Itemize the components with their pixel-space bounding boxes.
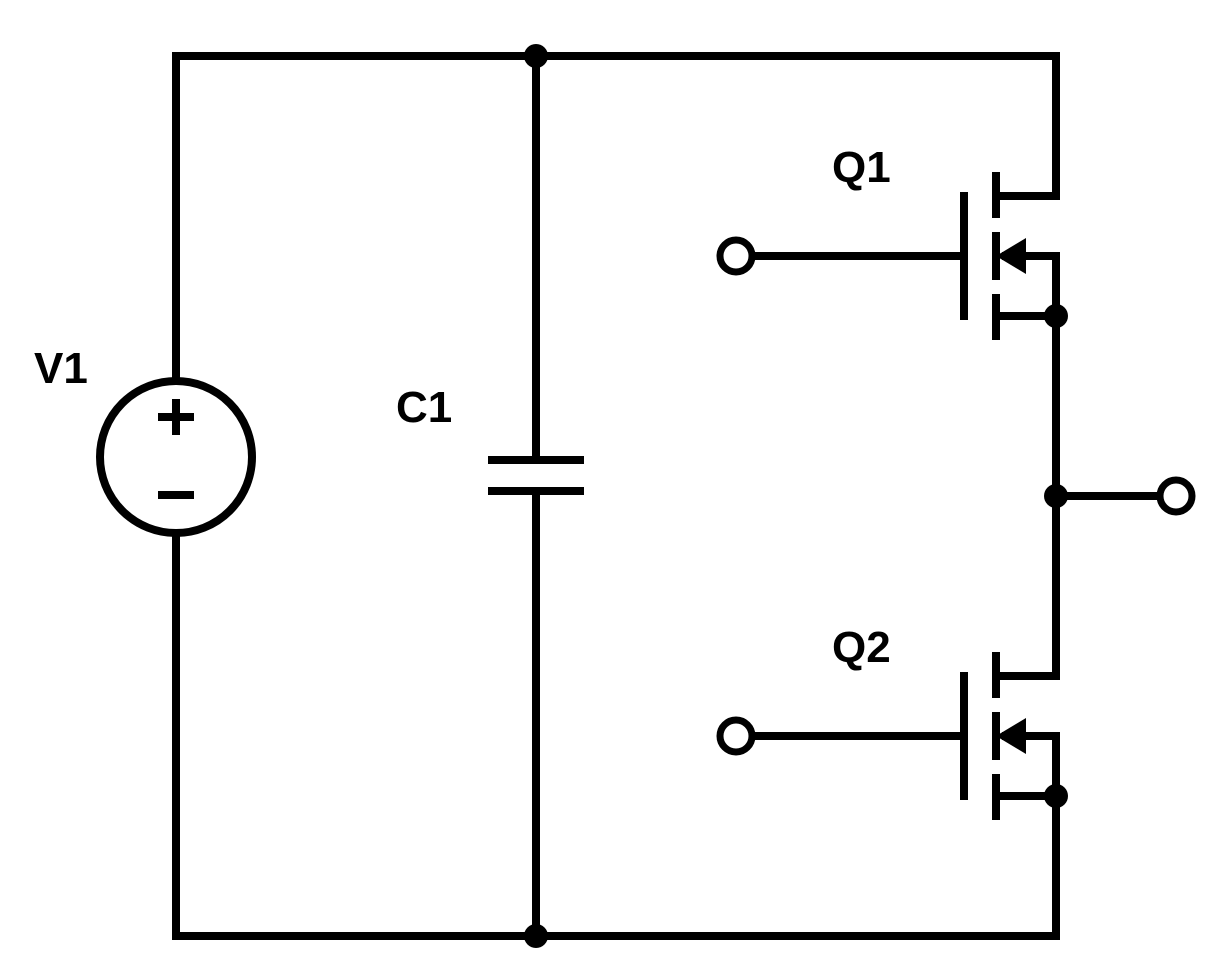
top-rail xyxy=(172,52,1060,385)
junction-node-top xyxy=(524,44,548,68)
q1-gate-terminal[interactable] xyxy=(716,236,756,276)
output-terminal[interactable] xyxy=(1156,476,1196,516)
q2-source-node xyxy=(1044,784,1068,808)
q2-body-arrow-icon xyxy=(996,718,1026,754)
label-q2: Q2 xyxy=(832,623,891,672)
bottom-rail xyxy=(172,529,1060,940)
label-q1: Q1 xyxy=(832,143,891,192)
switch-node xyxy=(1044,484,1068,508)
plus-sign-icon xyxy=(158,399,194,435)
mosfet-q2 xyxy=(748,652,1060,820)
mosfet-q1 xyxy=(748,172,1060,340)
capacitor-c1 xyxy=(488,52,584,940)
label-c1: C1 xyxy=(396,383,452,432)
q1-body-arrow-icon xyxy=(996,238,1026,274)
junction-node-bottom xyxy=(524,924,548,948)
voltage-source-v1 xyxy=(96,377,256,537)
q2-gate-terminal[interactable] xyxy=(716,716,756,756)
voltage-source-circle xyxy=(96,377,256,537)
label-v1: V1 xyxy=(34,344,88,393)
